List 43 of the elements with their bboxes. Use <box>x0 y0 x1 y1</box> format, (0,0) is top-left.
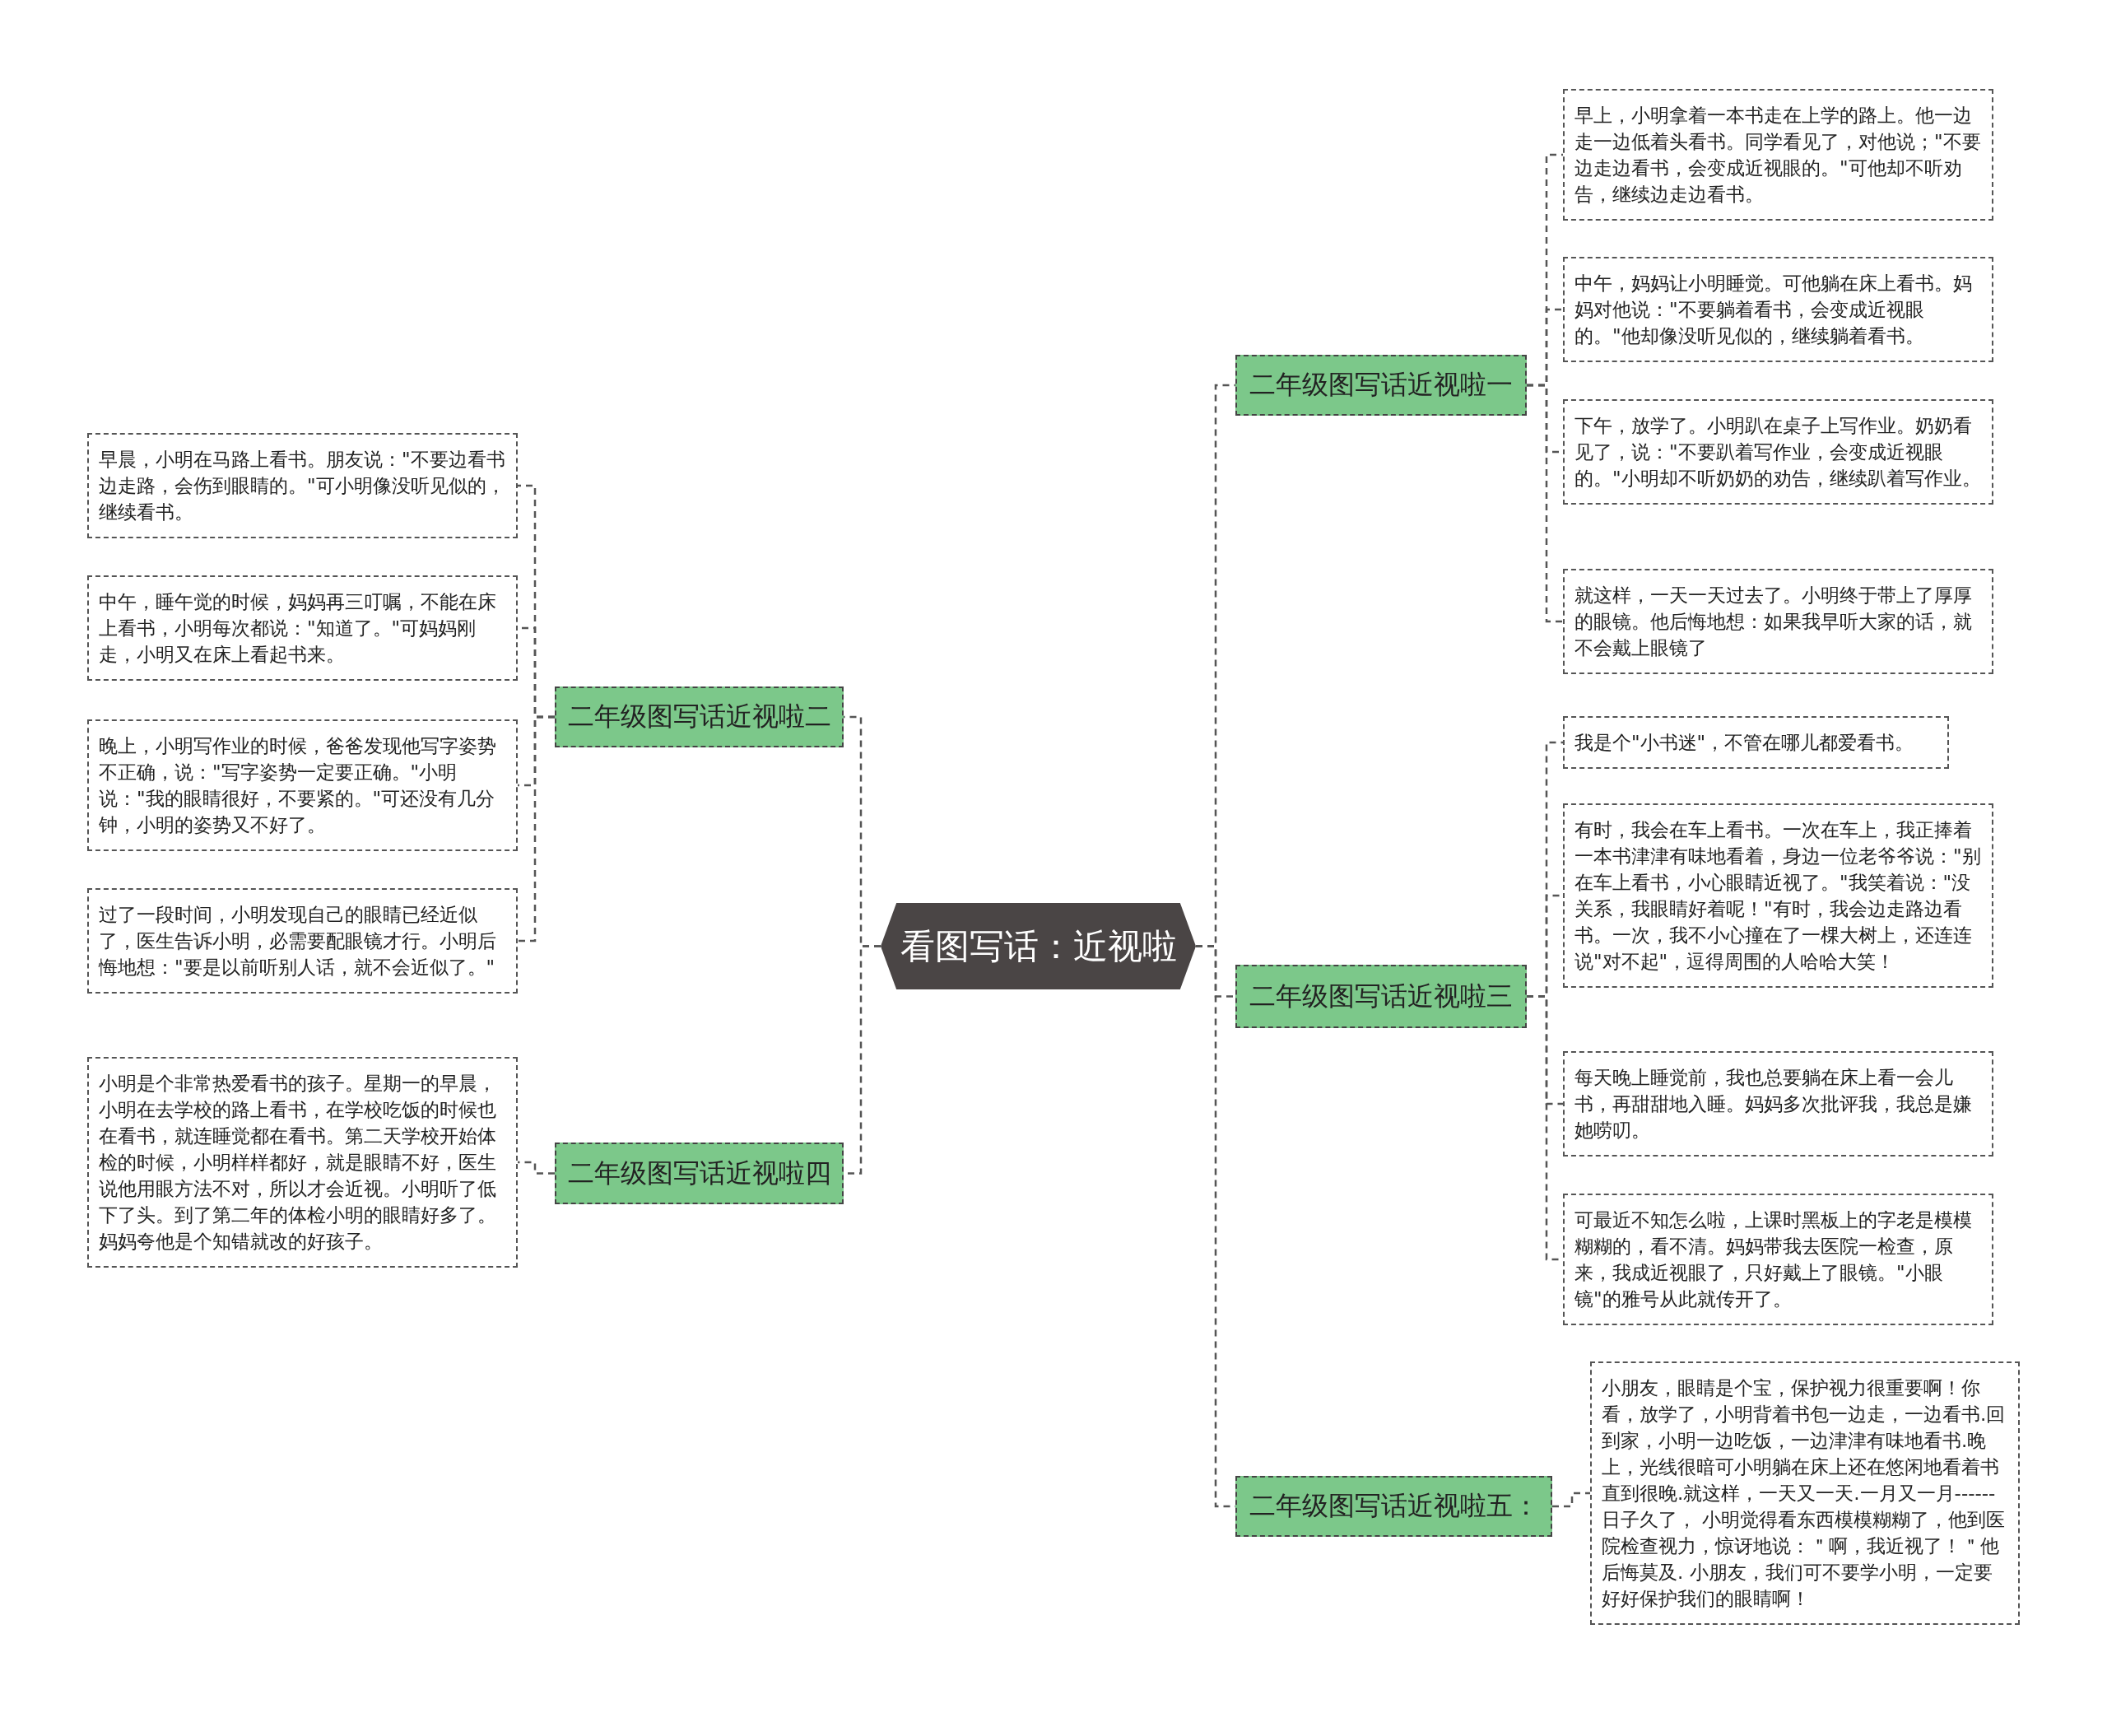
branch-topic-box <box>1235 355 1527 416</box>
text-card <box>1590 1361 2020 1625</box>
text-card <box>1563 569 1993 674</box>
paragraph-text: 中午，妈妈让小明睡觉。可他躺在床上看书。妈妈对他说："不要躺着看书，会变成近视眼的。"他却像没听见似的，继续躺着看书。 <box>1574 272 1973 348</box>
paragraph-text: 过了一段时间，小明发现自己的眼睛已经近似了，医生告诉小明，必需要配眼镜才行。小明后悔地想："要是以前听别人话，就不会近似了。" <box>99 903 497 980</box>
text-card <box>1563 716 1949 769</box>
text-card <box>87 575 518 681</box>
paragraph-text: 就这样，一天一天过去了。小明终于带上了厚厚的眼镜。他后悔地想：如果我早听大家的话，就不会戴上眼镜了 <box>1574 584 1973 660</box>
central-topic-text: 看图写话：近视啦 <box>900 924 1177 968</box>
connector-line <box>518 1161 555 1175</box>
connector-line <box>1527 384 1563 623</box>
text-card <box>1563 1051 1993 1157</box>
text-card <box>1563 89 1993 221</box>
text-card <box>1563 1194 1993 1325</box>
text-card <box>87 1057 518 1268</box>
text-card <box>87 888 518 994</box>
branch-topic-box <box>1235 1476 1552 1537</box>
paragraph-text: 中午，睡午觉的时候，妈妈再三叮嘱，不能在床上看书，小明每次都说："知道了。"可妈妈刚走，小明又在床上看起书来。 <box>99 590 497 667</box>
paragraph-text: 有时，我会在车上看书。一次在车上，我正捧着一本书津津有味地看着，身边一位老爷爷说："别在车上看书，小心眼睛近视了。"我笑着说："没关系，我眼睛好着呢！"有时，我会边走路边看书。一次，我不小心撞在了一棵大树上，还连连说"对不起"，逗得周围的人哈哈大笑！ <box>1574 818 1982 974</box>
paragraph-text: 小明是个非常热爱看书的孩子。星期一的早晨，小明在去学校的路上看书，在学校吃饭的时候也在看书，就连睡觉都在看书。第二天学校开始体检的时候，小明样样都好，就是眼睛不好，医生说他用眼方法不对，所以才会近视。小明听了低下了头。到了第二年的体检小明的眼睛好多了。妈妈夸他是个知错就改的好孩子。 <box>99 1072 497 1254</box>
paragraph-text: 晚上，小明写作业的时候，爸爸发现他写字姿势不正确，说："写字姿势一定要正确。"小明说："我的眼睛很好，不要紧的。"可还没有几分钟，小明的姿势又不好了。 <box>99 734 497 837</box>
paragraph-text: 每天晚上睡觉前，我也总要躺在床上看一会儿书，再甜甜地入睡。妈妈多次批评我，我总是嫌她唠叨。 <box>1574 1066 1973 1143</box>
branch-topic-text: 二年级图写话近视啦二 <box>567 700 831 733</box>
paragraph-text: 下午，放学了。小明趴在桌子上写作业。奶奶看见了，说："不要趴着写作业，会变成近视眼的。"小明却不听奶奶的劝告，继续趴着写作业。 <box>1574 414 1982 491</box>
paragraph-text: 小朋友，眼睛是个宝，保护视力很重要啊！你看，放学了，小明背着书包一边走，一边看书.回到家，小明一边吃饭，一边津津有味地看书.晚上，光线很暗可小明躺在床上还在悠闲地看着书直到很晚.就这样，一天又一天.一月又一月------ 日子久了， 小明觉得看东西模模糊糊了，他到医院检查视力，惊讶地说：＂啊，我近视了！＂他后悔莫及. 小朋友，我们可不要学小明，一定要好好保护我们的眼睛啊！ <box>1602 1376 2007 1611</box>
paragraph-text: 早上，小明拿着一本书走在上学的路上。他一边走一边低着头看书。同学看见了，对他说；"不要边走边看书，会变成近视眼的。"可他却不听劝告，继续边走边看书。 <box>1574 104 1982 207</box>
branch-topic-box <box>555 686 844 747</box>
text-card <box>1563 803 1993 988</box>
branch-topic-text: 二年级图写话近视啦五： <box>1249 1489 1539 1523</box>
connector-line <box>518 715 555 942</box>
branch-topic-text: 二年级图写话近视啦一 <box>1249 368 1513 402</box>
branch-topic-box <box>1235 965 1527 1028</box>
text-card <box>1563 399 1993 505</box>
paragraph-text: 可最近不知怎么啦，上课时黑板上的字老是模模糊糊的，看不清。妈妈带我去医院一检查，原来，我成近视眼了，只好戴上了眼镜。"小眼镜"的雅号从此就传开了。 <box>1574 1208 1973 1311</box>
branch-topic-text: 二年级图写话近视啦四 <box>567 1156 831 1190</box>
text-card <box>1563 257 1993 362</box>
text-card <box>87 719 518 851</box>
text-card <box>87 433 518 538</box>
paragraph-text: 我是个"小书迷"，不管在哪儿都爱看书。 <box>1574 731 1915 755</box>
branch-topic-box <box>555 1143 844 1204</box>
branch-topic-text: 二年级图写话近视啦三 <box>1249 979 1513 1013</box>
connector-line <box>1552 1492 1590 1508</box>
paragraph-text: 早晨，小明在马路上看书。朋友说："不要边看书边走路，会伤到眼睛的。"可小明像没听见似的，继续看书。 <box>99 448 506 524</box>
